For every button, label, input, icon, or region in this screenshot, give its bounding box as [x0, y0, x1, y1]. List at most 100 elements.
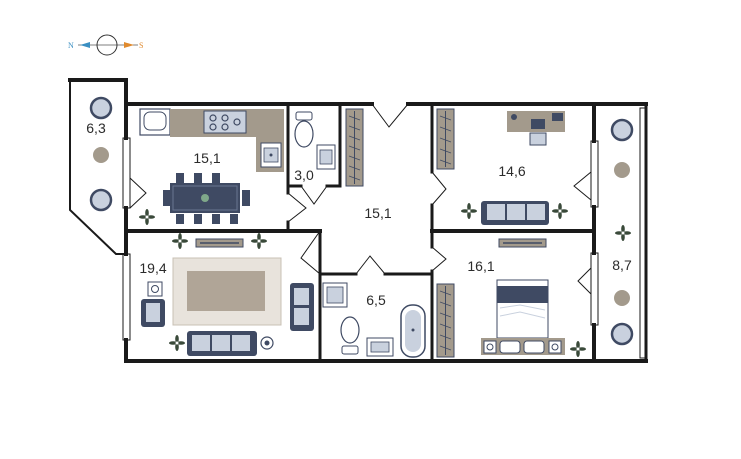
- room-area-study: 14,6: [498, 163, 525, 179]
- side-table-icon: [147, 281, 163, 297]
- door: [300, 230, 321, 275]
- walls: [68, 78, 648, 363]
- armchair-icon: [89, 188, 113, 212]
- table-plant-icon: [201, 194, 209, 202]
- compass: N S: [68, 34, 143, 56]
- window: [122, 253, 131, 341]
- living-furniture: [141, 238, 314, 356]
- stove-burner-icon: [209, 123, 217, 131]
- window: [590, 252, 599, 326]
- coffee-table: [187, 271, 265, 311]
- lamp-icon: [551, 343, 559, 351]
- compass-ring: [96, 34, 118, 56]
- bed-blanket: [497, 286, 548, 303]
- chair-icon: [176, 214, 184, 224]
- plant-icon: [552, 203, 568, 219]
- stove-burner-icon: [221, 123, 229, 131]
- sofa-cushion: [527, 204, 545, 220]
- plant-icon: [139, 209, 155, 225]
- bathroom-toilet-icon: [340, 316, 360, 344]
- armchair-icon: [610, 322, 634, 346]
- lamp-icon: [486, 343, 494, 351]
- doors: [129, 103, 592, 295]
- room-labels: 6,3 15,1 3,0 15,1 14,6 19,4 6,5 16,1 8,7: [86, 120, 632, 308]
- nightstand-icon: [483, 340, 497, 354]
- pillow-icon: [499, 340, 521, 354]
- chair-icon: [212, 214, 220, 224]
- side-table-icon: [614, 162, 630, 178]
- door: [300, 185, 328, 205]
- toilet-fixtures: [294, 111, 336, 170]
- kitchen-furniture: [139, 108, 284, 224]
- window: [590, 140, 599, 208]
- office-chair-icon: [529, 132, 547, 146]
- hall-wardrobe: [345, 108, 364, 187]
- plant-icon: [251, 233, 267, 249]
- plant-icon: [461, 203, 477, 219]
- armchair-icon: [610, 118, 634, 142]
- stove-burner-icon: [233, 118, 241, 126]
- chair-icon: [212, 173, 220, 183]
- sofa-cushion: [487, 204, 505, 220]
- room-area-hall: 15,1: [364, 205, 391, 221]
- plants: [139, 203, 631, 357]
- desk-lamp-icon: [511, 114, 517, 120]
- toilet-tank-icon: [341, 345, 359, 355]
- nightstand-icon: [548, 340, 562, 354]
- pillow-icon: [523, 340, 545, 354]
- room-area-balcony-right: 8,7: [612, 257, 632, 273]
- window: [122, 137, 131, 209]
- side-table-icon: [93, 147, 109, 163]
- north-arrow-icon: [80, 42, 90, 48]
- side-table-icon: [614, 290, 630, 306]
- printer-icon: [552, 113, 563, 121]
- sofa-cushion: [232, 335, 250, 351]
- kitchen-counter: [170, 109, 284, 172]
- plant-icon: [570, 341, 586, 357]
- fridge-door-icon: [143, 111, 167, 131]
- armchair-cushion: [146, 303, 160, 322]
- sofa-cushion: [294, 288, 309, 305]
- stove-burner-icon: [221, 114, 229, 122]
- bedroom-furniture: [436, 238, 565, 358]
- room-area-living: 19,4: [139, 260, 166, 276]
- room-area-kitchen: 15,1: [193, 150, 220, 166]
- balcony-right-furniture: [610, 118, 634, 346]
- door: [573, 171, 592, 201]
- study-furniture: [436, 108, 565, 225]
- sofa-cushion: [507, 204, 525, 220]
- bathroom-fixtures: [322, 282, 426, 358]
- bed-sheet-icon: [499, 304, 546, 319]
- north-label: N: [68, 41, 74, 50]
- fridge-icon: [139, 108, 171, 136]
- stove-burner-icon: [209, 114, 217, 122]
- lamp-icon: [151, 285, 159, 293]
- chair-icon: [194, 214, 202, 224]
- room-area-bedroom: 16,1: [467, 258, 494, 274]
- door: [355, 255, 386, 275]
- chair-icon: [230, 214, 238, 224]
- door: [287, 192, 307, 223]
- room-area-bathroom: 6,5: [366, 292, 386, 308]
- toilet-tank-icon: [295, 111, 313, 121]
- sofa-cushion: [294, 308, 309, 325]
- laptop-icon: [531, 119, 545, 129]
- basin-bowl-icon: [319, 149, 333, 165]
- chair-icon: [194, 173, 202, 183]
- room-area-toilet: 3,0: [294, 167, 314, 183]
- stove-icon: [203, 110, 247, 134]
- bathtub-drain-icon: [411, 328, 415, 332]
- plant-icon: [615, 225, 631, 241]
- door: [431, 171, 447, 206]
- door: [431, 246, 447, 272]
- plant-icon: [172, 233, 188, 249]
- south-arrow-icon: [124, 42, 134, 48]
- sofa-cushion: [192, 335, 210, 351]
- balcony-left-furniture: [89, 96, 113, 212]
- room-area-balcony-left: 6,3: [86, 120, 106, 136]
- south-label: S: [139, 41, 143, 50]
- chair-icon: [176, 173, 184, 183]
- sink-drain-icon: [269, 153, 273, 157]
- armchair-icon: [89, 96, 113, 120]
